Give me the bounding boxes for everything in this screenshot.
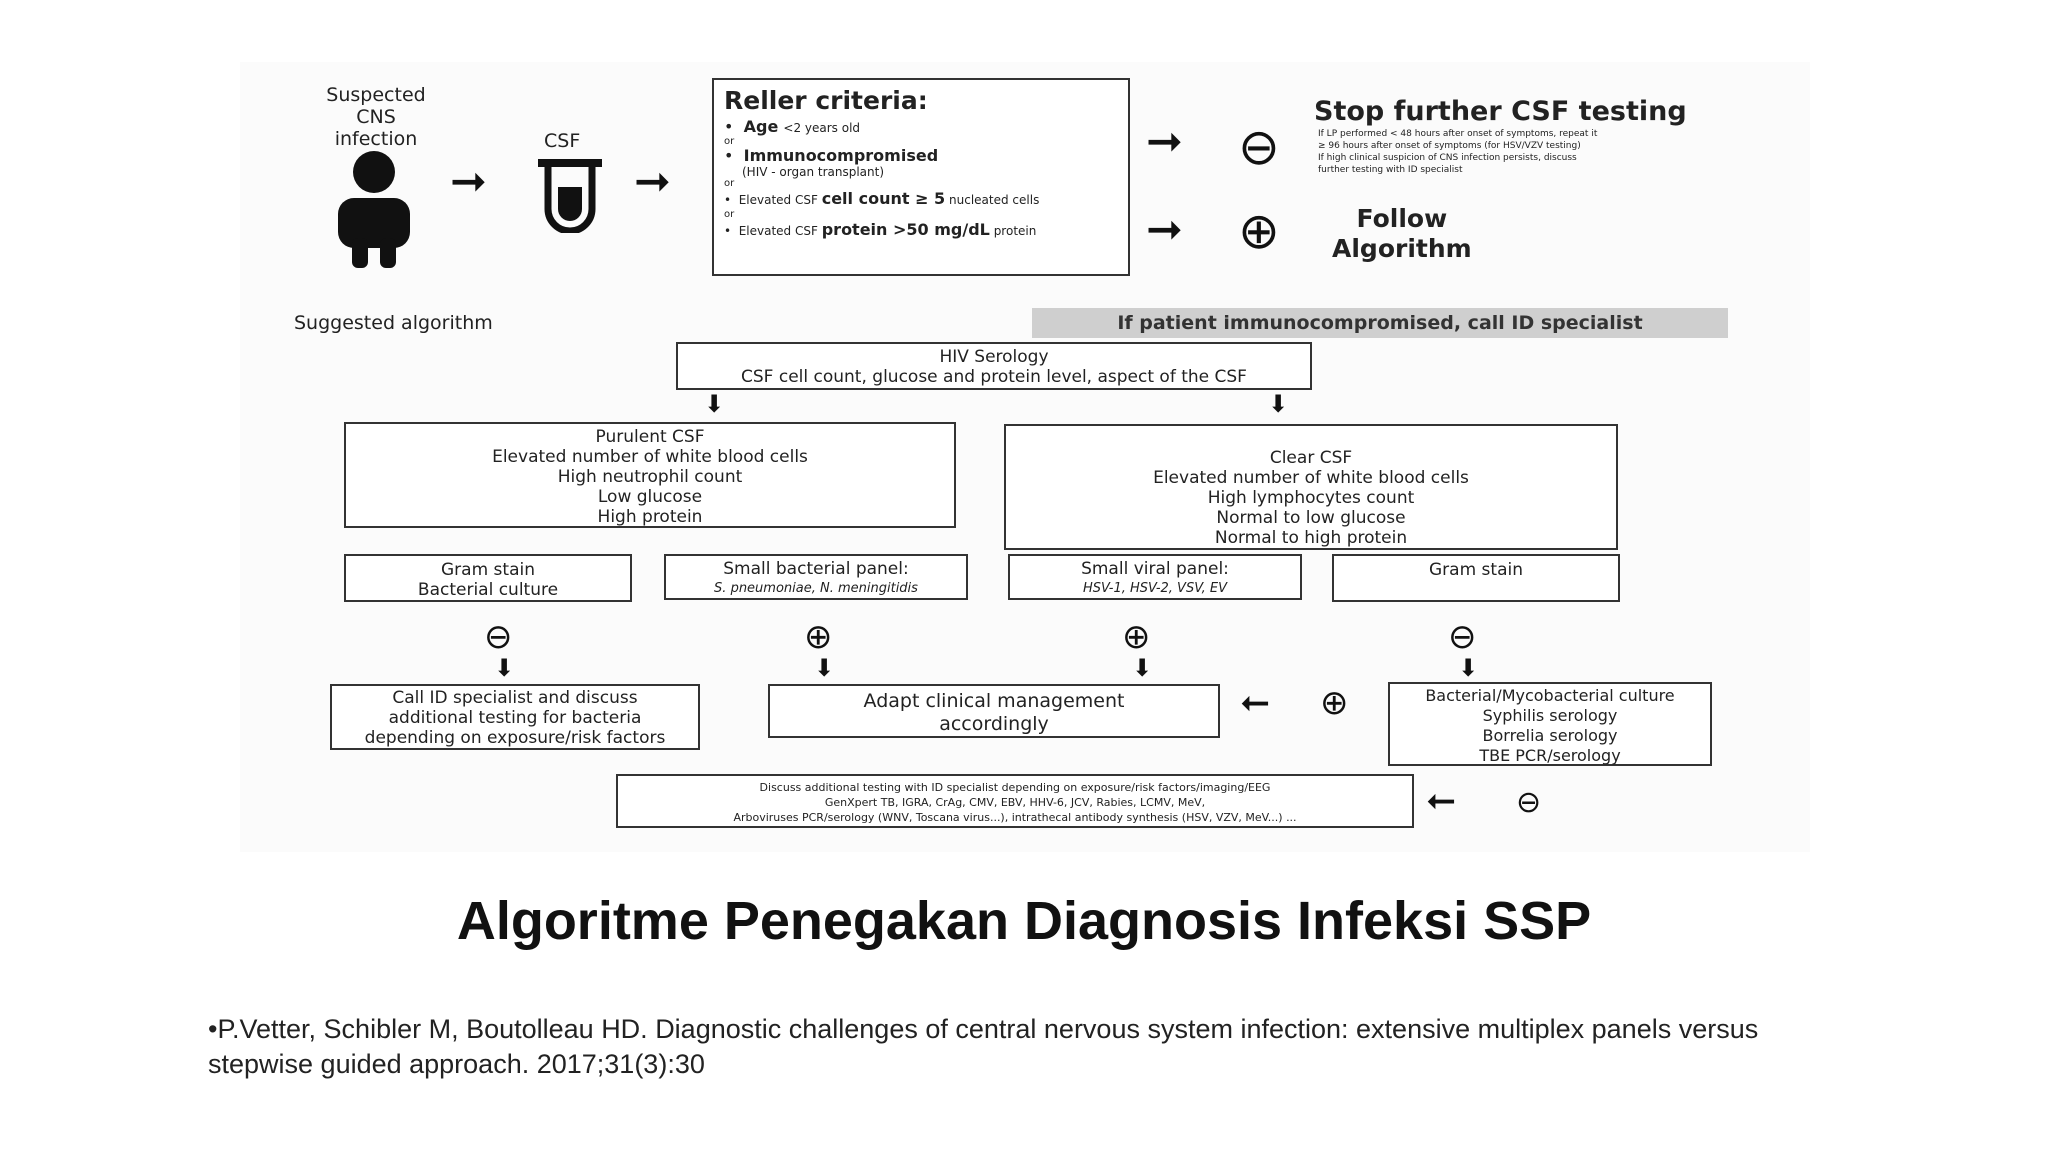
arrow-down-icon: ⬇ [1458,654,1479,682]
purulent-csf-box: Purulent CSF Elevated number of white bl… [344,422,956,528]
reller-or: or [724,136,735,147]
person-icon [338,151,410,268]
plus-circle-icon: ⊕ [1122,617,1151,657]
slide-title: Algoritme Penegakan Diagnosis Infeksi SS… [456,891,1592,951]
stop-testing-block: Stop further CSF testing If LP performed… [1314,96,1687,176]
reller-or: or [724,178,735,189]
discuss-testing-box: Discuss additional testing with ID speci… [616,774,1414,828]
suggested-algorithm-label: Suggested algorithm [294,312,493,334]
minus-circle-icon: ⊖ [1516,785,1542,820]
immunocompromised-banner: If patient immunocompromised, call ID sp… [1032,308,1728,338]
reller-protein: • Elevated CSF protein >50 mg/dL protein [724,220,1037,239]
suspected-line2: CNS infection [334,106,418,150]
stop-notes: If LP performed < 48 hours after onset o… [1318,129,1598,175]
minus-circle-icon: ⊖ [1448,617,1477,657]
arrow-down-icon: ⬇ [494,654,515,682]
arrow-right-icon: ➞ [634,156,671,207]
reller-immuno-small: (HIV - organ transplant) [742,165,885,179]
gram-stain-box: Gram stain [1332,554,1620,602]
adapt-management-box: Adapt clinical management accordingly [768,684,1220,738]
reller-cell-count: • Elevated CSF cell count ≥ 5 nucleated … [724,189,1040,208]
suspected-line1: Suspected [326,84,426,106]
minus-circle-icon: ⊖ [484,617,513,657]
arrow-down-icon: ⬇ [1268,390,1289,418]
reller-title: Reller criteria: [724,86,928,115]
viral-panel-box: Small viral panel: HSV-1, HSV-2, VSV, EV [1008,554,1302,600]
plus-circle-icon: ⊕ [804,617,833,657]
reller-criteria-box: Reller criteria: • Age <2 years old or •… [712,78,1130,276]
culture-serology-box: Bacterial/Mycobacterial culture Syphilis… [1388,682,1712,766]
plus-circle-icon: ⊕ [1238,202,1280,260]
reller-age: • Age <2 years old [724,117,861,136]
arrow-down-icon: ⬇ [704,390,725,418]
bacterial-panel-box: Small bacterial panel: S. pneumoniae, N.… [664,554,968,600]
arrow-left-icon: ➞ [1426,781,1457,822]
test-tube-icon [538,159,602,233]
plus-circle-icon: ⊕ [1320,683,1349,723]
arrow-right-icon: ➞ [450,156,487,207]
csf-label: CSF [544,130,581,152]
follow-algorithm-label: Follow Algorithm [1332,204,1472,263]
gram-stain-culture-box: Gram stain Bacterial culture [344,554,632,602]
arrow-down-icon: ⬇ [1132,654,1153,682]
arrow-down-icon: ⬇ [814,654,835,682]
minus-circle-icon: ⊖ [1238,118,1280,176]
arrow-right-icon: ➞ [1146,204,1183,255]
clear-csf-box: Clear CSF Elevated number of white blood… [1004,424,1618,550]
arrow-right-icon: ➞ [1146,116,1183,167]
arrow-left-icon: ➞ [1240,683,1271,724]
hiv-serology-box: HIV Serology CSF cell count, glucose and… [676,342,1312,390]
reller-or: or [724,209,735,220]
call-id-specialist-box: Call ID specialist and discuss additiona… [330,684,700,750]
stop-title: Stop further CSF testing [1314,96,1687,127]
suspected-label: Suspected CNS infection [316,84,436,150]
citation: •P.Vetter, Schibler M, Boutolleau HD. Di… [208,1014,1759,1079]
reller-immuno: • Immunocompromised [724,146,939,165]
